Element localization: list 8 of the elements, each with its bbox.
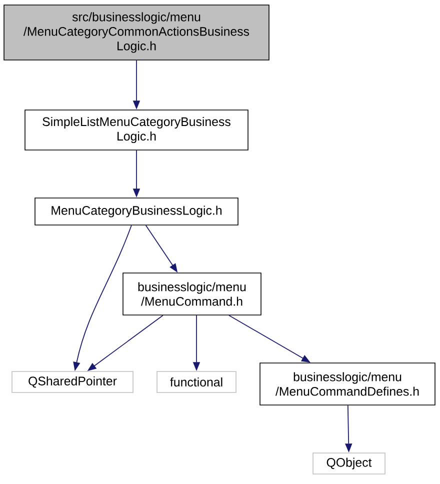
- file-box: SimpleListMenuCategoryBusiness Logic.h: [24, 110, 248, 150]
- file-box: QObject: [312, 452, 386, 474]
- file-box: functional: [156, 371, 236, 393]
- file-box: businesslogic/menu /MenuCommandDefines.h: [260, 362, 436, 406]
- file-box: QSharedPointer: [12, 371, 134, 393]
- file-box: businesslogic/menu /MenuCommand.h: [122, 272, 262, 316]
- file-box: src/businesslogic/menu /MenuCategoryCommonActionsBusiness Logic.h: [4, 4, 270, 60]
- file-box: MenuCategoryBusinessLogic.h: [34, 198, 238, 226]
